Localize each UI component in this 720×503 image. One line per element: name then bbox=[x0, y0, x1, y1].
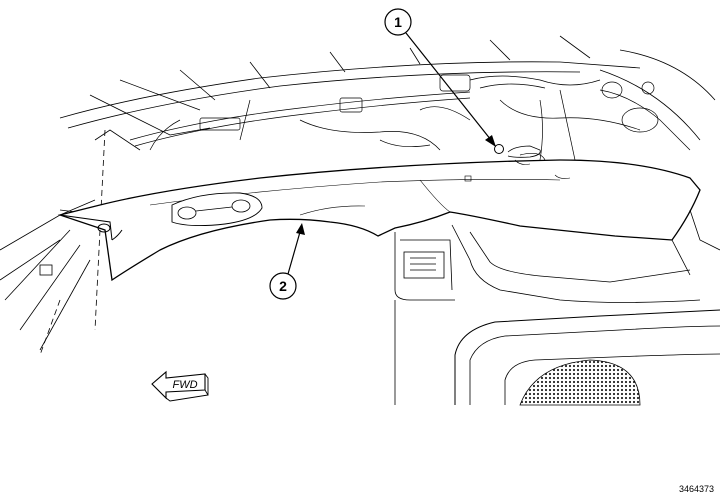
door-speaker-area bbox=[454, 309, 720, 406]
roof-outline bbox=[59, 35, 716, 141]
pillar-tip bbox=[59, 214, 123, 241]
figure-id: 3464373 bbox=[678, 484, 714, 494]
a-pillar-trim-panel bbox=[57, 159, 701, 282]
callout-2-label: 2 bbox=[279, 278, 287, 294]
speaker-grille bbox=[519, 359, 641, 406]
fwd-label: FWD bbox=[172, 379, 197, 391]
fwd-arrow-icon: FWD bbox=[151, 370, 209, 402]
lower-structure bbox=[394, 209, 720, 405]
dashed-guide-lines bbox=[39, 129, 106, 356]
wire-harness bbox=[129, 74, 691, 176]
callout-1: 1 bbox=[384, 8, 496, 147]
retaining-clip bbox=[494, 144, 541, 165]
callout-1-label: 1 bbox=[394, 14, 402, 30]
callout-2: 2 bbox=[269, 223, 305, 300]
